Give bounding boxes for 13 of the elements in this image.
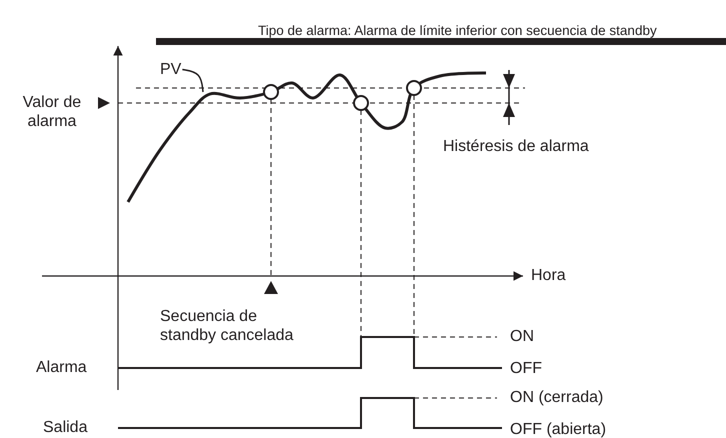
label: Valor de alarma: [22, 93, 82, 131]
label: Hora: [531, 266, 566, 285]
curve-label: PV: [160, 60, 182, 79]
label: Alarma: [36, 358, 87, 377]
label: Secuencia de standby cancelada: [160, 307, 294, 345]
label: OFF (abierta): [510, 420, 606, 438]
label: ON (cerrada): [510, 388, 604, 407]
label: Salida: [43, 418, 88, 437]
label: OFF: [510, 359, 542, 378]
label: ON: [510, 327, 534, 346]
leader-line: [182, 68, 204, 92]
label: Histéresis de alarma: [443, 137, 589, 156]
title: Tipo de alarma: Alarma de límite inferior con secuencia de standby: [258, 22, 657, 40]
